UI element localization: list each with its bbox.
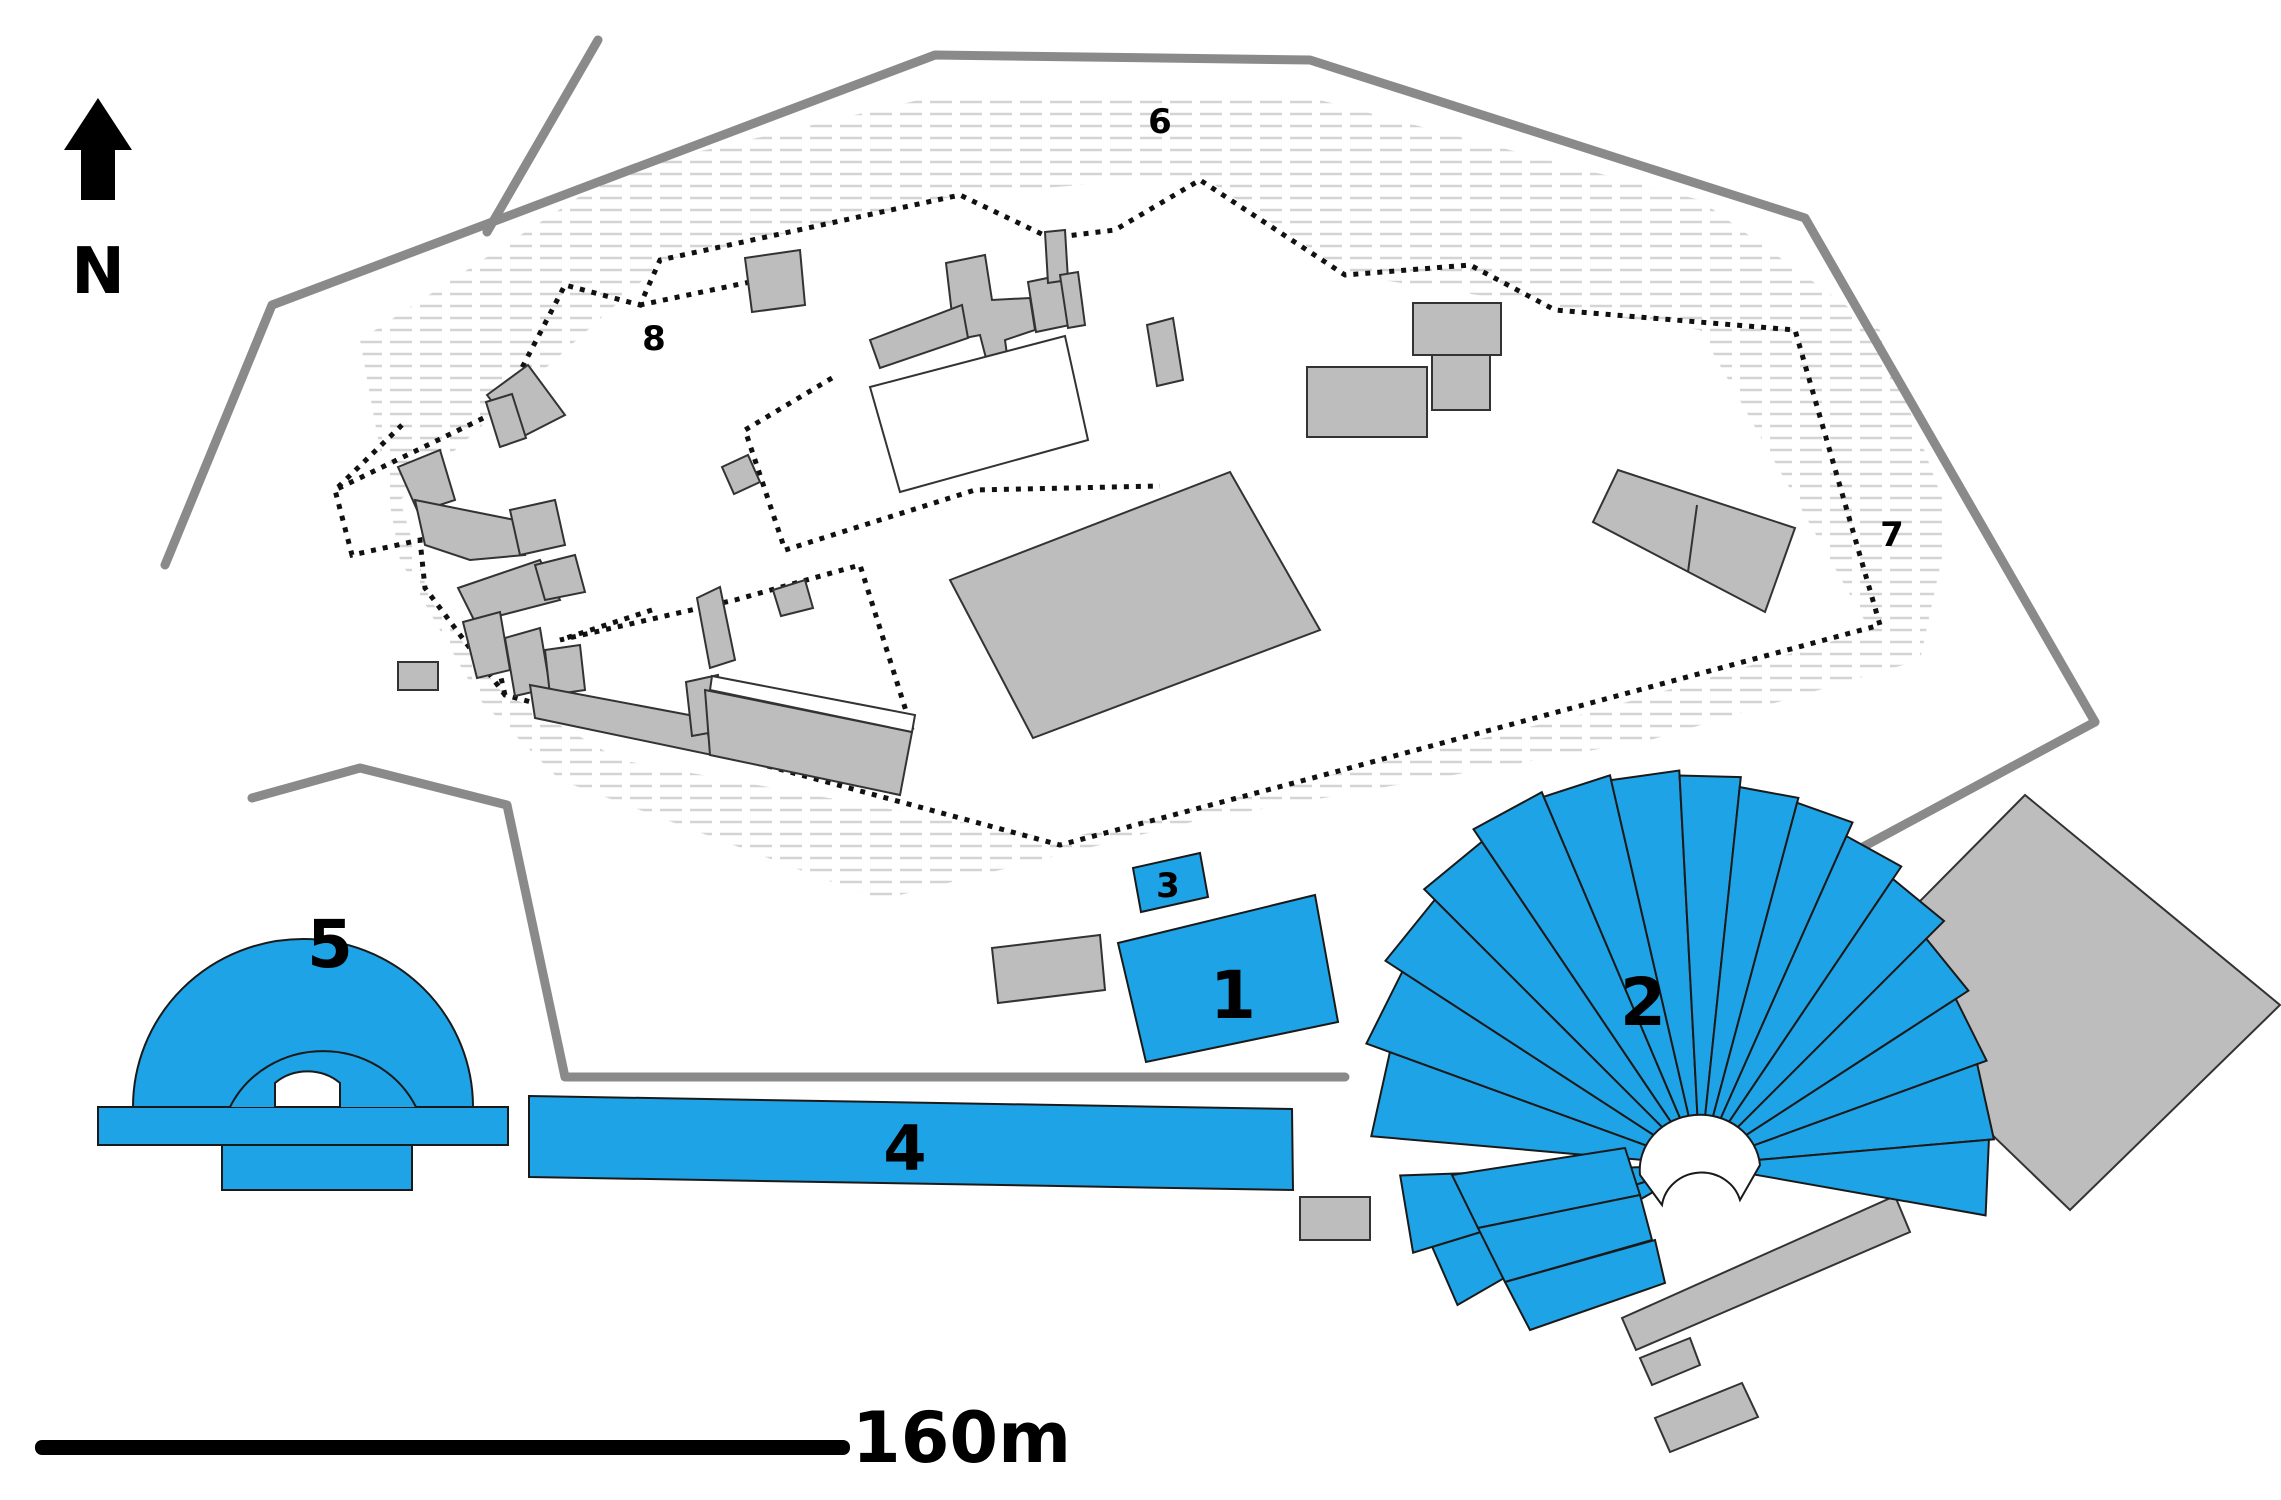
- structure-3: [1131, 851, 1210, 914]
- northwest-wall-spur: [482, 35, 603, 237]
- label-6: 6: [1148, 102, 1172, 142]
- erechtheion-block-a: [944, 253, 1037, 368]
- stoa-of-eumenes-east-c: [1653, 1381, 1760, 1454]
- highlighted-structures: [97, 769, 1996, 1332]
- east-block-a: [1306, 366, 1428, 438]
- chalkotheke-porch: [708, 674, 917, 734]
- museum-building: [1591, 468, 1797, 614]
- site-labels: 1 2 3 4 5 6 7 8: [307, 102, 1904, 1185]
- south-wall: [247, 763, 1350, 1082]
- stoa-end-block: [1299, 1196, 1371, 1241]
- propylaea-west-e: [533, 553, 587, 602]
- grey-buildings: [396, 228, 2281, 1454]
- old-temple-foundation: [868, 334, 1090, 494]
- small-north-building: [743, 248, 807, 314]
- stoa-of-eumenes-east-b: [1638, 1336, 1702, 1387]
- label-5: 5: [307, 906, 353, 983]
- east-block-c: [1431, 354, 1491, 411]
- label-1: 1: [1210, 957, 1256, 1034]
- east-wall-end: [1830, 717, 2100, 867]
- label-7: 7: [1880, 515, 1904, 555]
- propylaea-west-c: [508, 498, 567, 557]
- south-slope-block: [990, 933, 1107, 1005]
- label-8: 8: [642, 319, 666, 359]
- plateau: [400, 175, 1870, 840]
- structure-1: [1116, 893, 1340, 1064]
- inner-circuit: [332, 177, 1884, 848]
- structure-5: [97, 938, 509, 1191]
- small-west-block: [397, 661, 439, 691]
- small-block-south: [771, 578, 815, 618]
- fortification-walls: [160, 35, 2100, 1082]
- propylaea-north-b: [484, 392, 528, 449]
- propylaea-west-d: [456, 558, 562, 624]
- label-3: 3: [1156, 866, 1180, 906]
- scale-bar: [35, 1440, 850, 1455]
- compass-label: N: [71, 235, 125, 309]
- small-block-mid: [720, 453, 762, 496]
- stoa-east-block: [543, 643, 587, 697]
- structure-2-theatre: [1365, 769, 1996, 1332]
- north-wall: [160, 50, 2100, 727]
- structure-4: [528, 1094, 1295, 1192]
- theatre-wedge: [1503, 1238, 1667, 1332]
- propylaea-west-a: [396, 448, 457, 514]
- parthenon: [948, 470, 1322, 740]
- stoa-of-eumenes-east-a: [1620, 1194, 1912, 1352]
- narrow-block: [1145, 316, 1185, 388]
- propylaea-west-b: [413, 498, 527, 562]
- east-block-b: [1412, 302, 1502, 356]
- scale-label: 160m: [852, 1397, 1071, 1479]
- north-arrow-icon: [64, 98, 132, 200]
- erechtheion-west-wing: [868, 303, 970, 370]
- brauroneion-block: [695, 585, 737, 670]
- theatre-orchestra: [1638, 1113, 1762, 1208]
- label-4: 4: [883, 1112, 926, 1185]
- erechtheion-block-d: [1058, 270, 1087, 330]
- label-2: 2: [1620, 964, 1666, 1041]
